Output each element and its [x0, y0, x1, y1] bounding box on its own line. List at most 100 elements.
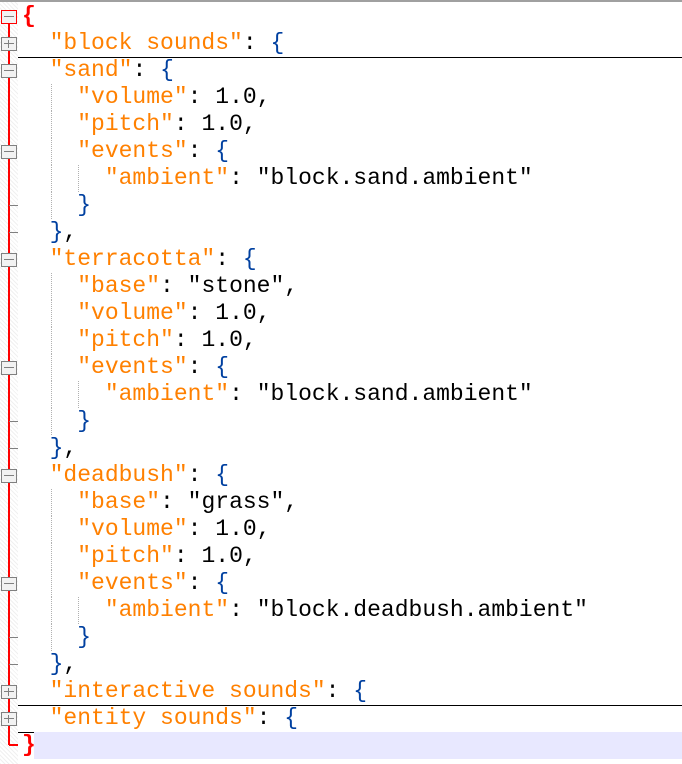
plus-icon[interactable] [1, 37, 17, 51]
code-line[interactable]: } [0, 732, 682, 759]
code-line[interactable]: "terracotta": { [0, 246, 682, 273]
code-line[interactable]: "ambient": "block.deadbush.ambient" [0, 597, 682, 624]
code-line[interactable]: "ambient": "block.sand.ambient" [0, 381, 682, 408]
punctuation: , [63, 219, 78, 245]
code-editor[interactable]: { "block sounds": { "sand": { "volume": … [0, 3, 682, 759]
brace: { [284, 705, 299, 731]
fold-marker[interactable] [0, 57, 18, 84]
fold-marker[interactable] [0, 246, 18, 273]
line-text[interactable]: "volume": 1.0, [22, 300, 682, 327]
line-text[interactable]: }, [22, 435, 682, 462]
punctuation [201, 300, 215, 326]
indent-guide [22, 678, 50, 704]
fold-marker[interactable] [0, 570, 18, 597]
minus-icon[interactable] [1, 145, 17, 159]
line-text[interactable]: "pitch": 1.0, [22, 111, 682, 138]
line-text[interactable]: "deadbush": { [22, 462, 682, 489]
line-text[interactable]: "ambient": "block.deadbush.ambient" [22, 597, 682, 624]
line-text[interactable]: "block sounds": { [22, 30, 682, 57]
line-text[interactable]: } [22, 624, 682, 651]
line-text[interactable]: "base": "stone", [22, 273, 682, 300]
code-line[interactable]: "pitch": 1.0, [0, 543, 682, 570]
code-line[interactable]: "volume": 1.0, [0, 300, 682, 327]
punctuation [201, 516, 215, 542]
code-line[interactable]: "interactive sounds": { [0, 678, 682, 706]
fold-marker [0, 543, 18, 570]
json-key: "base" [77, 489, 161, 515]
code-line[interactable]: "sand": { [0, 57, 682, 84]
line-text[interactable]: "base": "grass", [22, 489, 682, 516]
line-text[interactable]: { [22, 3, 682, 30]
fold-marker [0, 624, 18, 651]
fold-marker [0, 300, 18, 327]
code-line[interactable]: "base": "grass", [0, 489, 682, 516]
code-line[interactable]: "pitch": 1.0, [0, 327, 682, 354]
line-text[interactable]: } [22, 732, 682, 759]
line-text[interactable]: }, [22, 651, 682, 678]
current-line-highlight [34, 732, 682, 759]
line-text[interactable]: } [22, 192, 682, 219]
fold-marker[interactable] [0, 30, 18, 57]
line-text[interactable]: "volume": 1.0, [22, 84, 682, 111]
code-line[interactable]: }, [0, 651, 682, 678]
plus-icon[interactable] [1, 685, 17, 699]
line-text[interactable]: "volume": 1.0, [22, 516, 682, 543]
code-line[interactable]: "volume": 1.0, [0, 516, 682, 543]
fold-marker[interactable] [0, 705, 18, 732]
minus-icon[interactable] [1, 64, 17, 78]
punctuation: , [242, 111, 257, 137]
indent-guide [22, 300, 50, 326]
code-line[interactable]: } [0, 192, 682, 219]
punctuation: , [63, 651, 78, 677]
line-text[interactable]: } [22, 408, 682, 435]
code-line[interactable]: "entity sounds": { [0, 705, 682, 733]
code-line[interactable]: "base": "stone", [0, 273, 682, 300]
line-text[interactable]: "events": { [22, 354, 682, 381]
json-key: "deadbush" [49, 462, 188, 488]
plus-icon[interactable] [1, 712, 17, 726]
fold-marker[interactable] [0, 462, 18, 489]
minus-icon[interactable] [1, 10, 17, 24]
code-line[interactable]: "events": { [0, 570, 682, 597]
line-text[interactable]: "ambient": "block.sand.ambient" [22, 165, 682, 192]
line-text[interactable]: "events": { [22, 138, 682, 165]
punctuation: : [242, 30, 257, 56]
code-line[interactable]: "events": { [0, 354, 682, 381]
fold-marker[interactable] [0, 678, 18, 705]
line-text[interactable]: "interactive sounds": { [22, 678, 682, 705]
json-key: "interactive sounds" [49, 678, 326, 704]
json-number: 1.0 [215, 300, 257, 326]
code-line[interactable]: { [0, 3, 682, 30]
minus-icon[interactable] [1, 361, 17, 375]
fold-marker[interactable] [0, 354, 18, 381]
line-text[interactable]: "terracotta": { [22, 246, 682, 273]
code-line[interactable]: "ambient": "block.sand.ambient" [0, 165, 682, 192]
json-key: "entity sounds" [49, 705, 257, 731]
code-line[interactable]: }, [0, 435, 682, 462]
fold-marker[interactable] [0, 3, 18, 30]
minus-icon[interactable] [1, 253, 17, 267]
indent-guide [50, 300, 78, 327]
code-line[interactable]: "deadbush": { [0, 462, 682, 489]
code-line[interactable]: } [0, 624, 682, 651]
code-line[interactable]: "events": { [0, 138, 682, 165]
minus-icon[interactable] [1, 469, 17, 483]
code-line[interactable]: "block sounds": { [0, 30, 682, 58]
code-line[interactable]: }, [0, 219, 682, 246]
json-key: "volume" [77, 516, 188, 542]
json-key: "ambient" [104, 381, 230, 407]
fold-line [8, 327, 10, 354]
line-text[interactable]: "pitch": 1.0, [22, 327, 682, 354]
code-line[interactable]: "volume": 1.0, [0, 84, 682, 111]
line-text[interactable]: }, [22, 219, 682, 246]
minus-icon[interactable] [1, 577, 17, 591]
line-text[interactable]: "ambient": "block.sand.ambient" [22, 381, 682, 408]
line-text[interactable]: "pitch": 1.0, [22, 543, 682, 570]
line-text[interactable]: "entity sounds": { [22, 705, 682, 732]
code-line[interactable]: "pitch": 1.0, [0, 111, 682, 138]
line-text[interactable]: "sand": { [22, 57, 682, 84]
fold-marker[interactable] [0, 138, 18, 165]
punctuation [243, 597, 257, 623]
line-text[interactable]: "events": { [22, 570, 682, 597]
code-line[interactable]: } [0, 408, 682, 435]
